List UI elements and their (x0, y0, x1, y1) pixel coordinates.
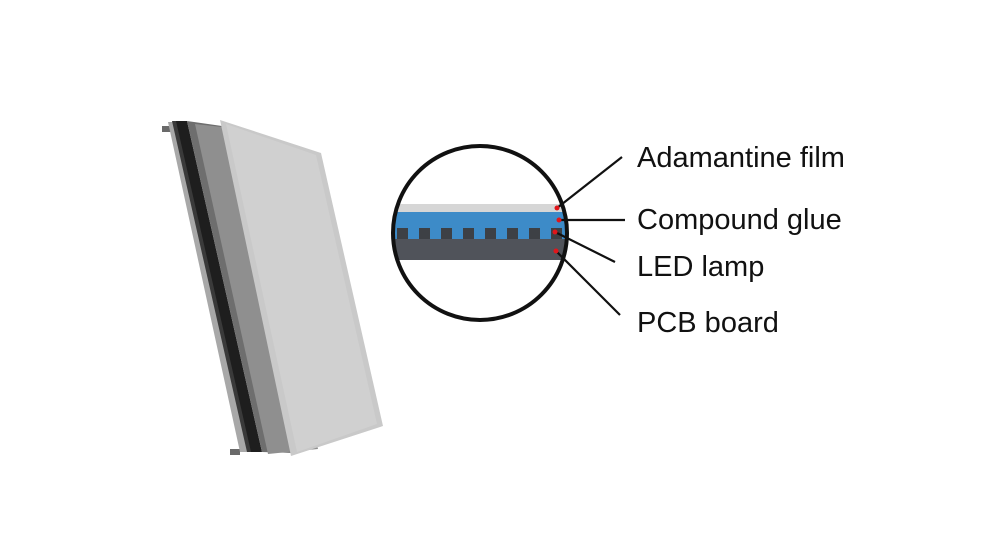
led-lamp-block (441, 228, 452, 239)
label-compound-glue: Compound glue (637, 204, 842, 236)
dot-compound-glue (556, 217, 562, 223)
panel-pcb-layer (175, 121, 262, 452)
leader-adamantine-film (556, 156, 623, 209)
dot-led-lamp (552, 229, 558, 235)
led-lamp-block (463, 228, 474, 239)
panel-exploded-view (162, 120, 383, 456)
panel-pcb-layer-side (172, 121, 251, 452)
magnifier-ring (391, 144, 569, 322)
led-lamp-block (419, 228, 430, 239)
mounting-pin-top (162, 126, 172, 132)
layer-compound-glue (393, 212, 567, 239)
led-lamp-block (529, 228, 540, 239)
dot-adamantine-film (554, 205, 560, 211)
led-lamp-block (507, 228, 518, 239)
mounting-pin-bottom (230, 449, 240, 455)
led-lamp-block (485, 228, 496, 239)
label-led-lamp: LED lamp (637, 251, 764, 283)
callout-dots (552, 205, 562, 254)
layer-adamantine-film (393, 204, 567, 212)
led-lamp-block (397, 228, 408, 239)
leader-led-lamp (554, 231, 616, 263)
leader-pcb-board (555, 250, 621, 316)
panel-film-highlight (226, 124, 377, 452)
layer-pcb-board (393, 239, 567, 260)
magnifier-lens (391, 144, 569, 322)
panel-frame-edge (168, 122, 248, 452)
label-adamantine-film: Adamantine film (637, 142, 845, 174)
dot-pcb-board (553, 248, 559, 254)
label-pcb-board: PCB board (637, 307, 779, 339)
callout-lines (554, 156, 625, 316)
